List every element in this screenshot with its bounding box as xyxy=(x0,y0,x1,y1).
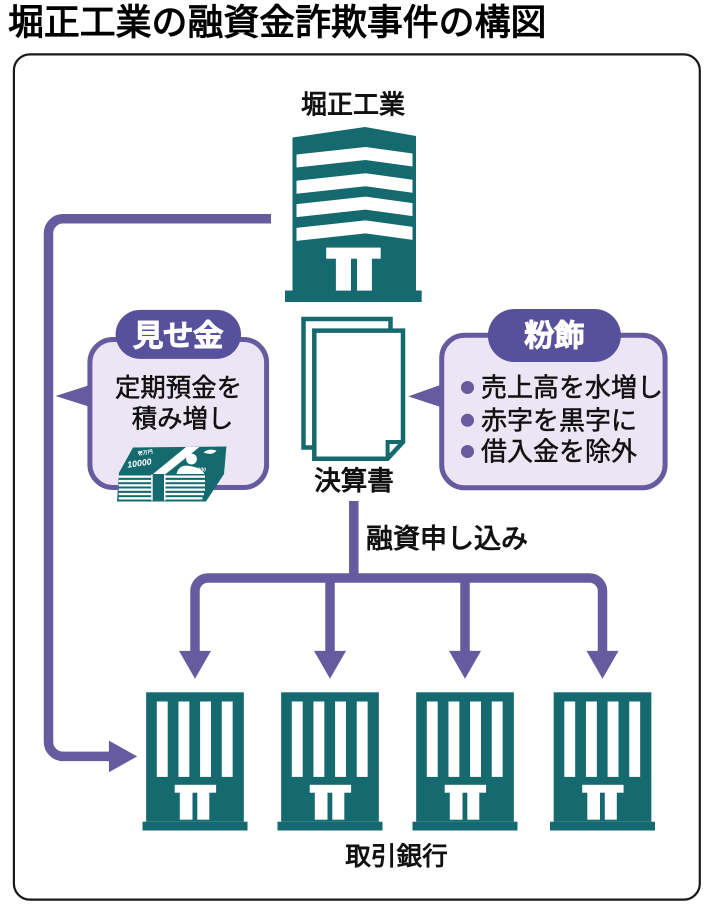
svg-text:売上高を水増し: 売上高を水増し xyxy=(481,373,663,403)
svg-text:10000: 10000 xyxy=(192,468,206,474)
svg-text:堀正工業: 堀正工業 xyxy=(301,90,405,120)
svg-text:定期預金を: 定期預金を xyxy=(115,375,242,403)
svg-text:赤字を黒字に: 赤字を黒字に xyxy=(481,406,637,436)
svg-text:粉飾: 粉飾 xyxy=(524,320,584,353)
svg-text:10000: 10000 xyxy=(127,456,153,469)
svg-text:融資申し込み: 融資申し込み xyxy=(366,524,528,554)
svg-text:積み増し: 積み増し xyxy=(132,406,234,434)
svg-text:決算書: 決算書 xyxy=(314,466,394,496)
svg-text:借入金を除外: 借入金を除外 xyxy=(481,437,637,467)
svg-text:堀正工業の融資金詐欺事件の構図: 堀正工業の融資金詐欺事件の構図 xyxy=(8,3,546,43)
svg-text:取引銀行: 取引銀行 xyxy=(345,841,447,871)
svg-text:壱万円: 壱万円 xyxy=(137,448,153,457)
svg-text:見せ金: 見せ金 xyxy=(133,320,223,353)
